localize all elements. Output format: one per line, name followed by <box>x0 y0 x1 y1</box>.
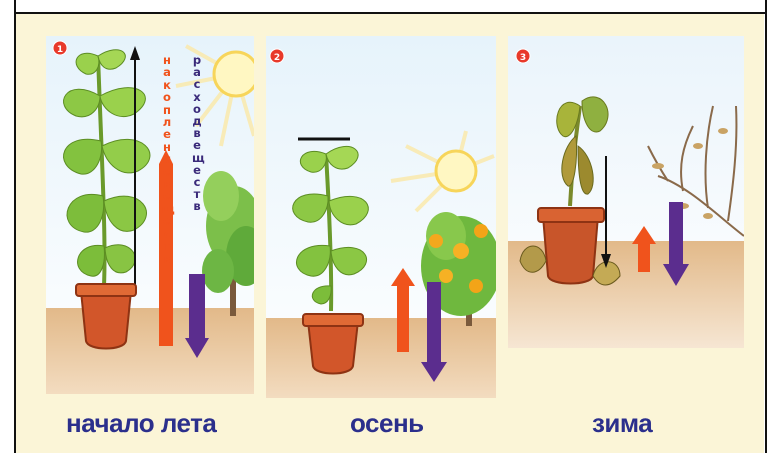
panel-number: 2 <box>274 53 280 63</box>
early-summer-illustration: 1 <box>46 36 254 394</box>
flower-pot-icon <box>303 314 363 374</box>
frame-border-right <box>765 0 767 453</box>
frame-border-top <box>14 12 767 14</box>
number-badge-2: 2 <box>270 49 284 63</box>
flower-pot-icon <box>76 284 136 349</box>
number-badge-1: 1 <box>53 41 67 55</box>
caption-autumn: осень <box>350 408 424 439</box>
frame-border-left <box>14 0 16 453</box>
panel-winter: 3 <box>508 36 744 348</box>
caption-winter: зима <box>592 408 652 439</box>
caption-early-summer: начало лета <box>66 408 216 439</box>
label-accumulation: накопление веществ <box>162 54 172 265</box>
number-badge-3: 3 <box>516 49 530 63</box>
label-consumption: расход веществ <box>192 54 202 213</box>
panel-early-summer: 1 накопление веществ расход веществ <box>46 36 254 394</box>
panel-number: 3 <box>520 53 526 63</box>
panel-number: 1 <box>57 45 63 55</box>
panel-autumn: 2 <box>266 36 496 398</box>
winter-illustration: 3 <box>508 36 744 348</box>
autumn-illustration: 2 <box>266 36 496 398</box>
